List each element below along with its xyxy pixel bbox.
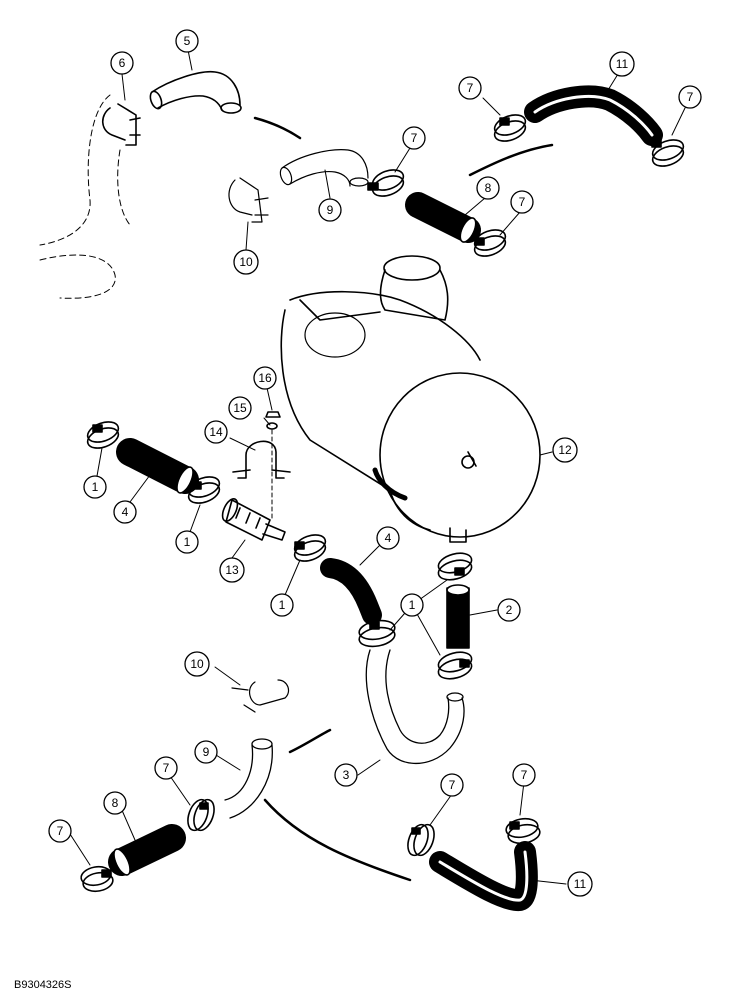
svg-text:1: 1 bbox=[184, 535, 191, 549]
callout-1-low: 1 bbox=[270, 593, 294, 617]
hose-clamp-1-left bbox=[86, 421, 120, 449]
figure-code: B9304326S bbox=[14, 979, 72, 991]
hose-clamp-7-b bbox=[473, 229, 507, 257]
clamp-bracket-10-lower bbox=[231, 679, 290, 713]
callout-15: 15 bbox=[228, 396, 252, 420]
air-cleaner-12 bbox=[280, 255, 541, 543]
callout-10-top: 10 bbox=[233, 249, 259, 275]
callouts: 5 6 9 10 7 8 7 7 11 7 16 15 14 12 1 4 1 … bbox=[48, 29, 702, 897]
callout-5: 5 bbox=[175, 29, 199, 53]
callout-7-tl: 7 bbox=[458, 76, 482, 100]
svg-text:7: 7 bbox=[411, 131, 418, 145]
callout-8-low: 8 bbox=[103, 791, 127, 815]
svg-text:4: 4 bbox=[385, 531, 392, 545]
callout-1-mid: 1 bbox=[175, 530, 199, 554]
callout-3: 3 bbox=[334, 763, 358, 787]
callout-7-bl2: 7 bbox=[154, 756, 178, 780]
callout-4-left: 4 bbox=[113, 500, 137, 524]
svg-text:7: 7 bbox=[519, 195, 526, 209]
hose-clamp-1-right-top bbox=[437, 552, 473, 581]
svg-text:13: 13 bbox=[225, 563, 239, 577]
callout-1-right: 1 bbox=[400, 593, 424, 617]
elbow-pipe-top-5 bbox=[149, 70, 242, 114]
svg-text:6: 6 bbox=[119, 56, 126, 70]
svg-text:7: 7 bbox=[57, 824, 64, 838]
callout-6: 6 bbox=[110, 51, 134, 75]
elbow-hose-11-low bbox=[429, 841, 538, 912]
callout-1-left: 1 bbox=[83, 475, 107, 499]
clamp-bracket-6 bbox=[101, 103, 141, 146]
callout-7-mid: 7 bbox=[402, 126, 426, 150]
svg-text:7: 7 bbox=[467, 81, 474, 95]
callout-10-low: 10 bbox=[184, 651, 210, 677]
callout-8-top: 8 bbox=[476, 176, 500, 200]
u-tube-3 bbox=[365, 649, 465, 765]
svg-text:11: 11 bbox=[574, 877, 587, 891]
svg-text:7: 7 bbox=[163, 761, 170, 775]
nut-16 bbox=[265, 411, 281, 418]
elbow-pipe-upper-9 bbox=[279, 149, 369, 187]
svg-text:9: 9 bbox=[203, 745, 210, 759]
hose-clamp-7-bm bbox=[407, 823, 435, 857]
hose-clamp-1-low bbox=[293, 534, 327, 562]
callout-2: 2 bbox=[497, 598, 521, 622]
callout-9-low: 9 bbox=[194, 740, 218, 764]
svg-text:2: 2 bbox=[506, 603, 513, 617]
svg-text:1: 1 bbox=[92, 480, 99, 494]
callout-13: 13 bbox=[219, 557, 245, 583]
hose-clamp-7-mid bbox=[367, 169, 405, 197]
straight-hose-8-top bbox=[405, 192, 481, 243]
straight-hose-8-low bbox=[108, 824, 186, 876]
callout-7-tr: 7 bbox=[678, 85, 702, 109]
hose-clamp-7-bl bbox=[80, 865, 114, 893]
u-bracket-14 bbox=[232, 440, 291, 479]
callout-12: 12 bbox=[552, 437, 578, 463]
callout-7-b: 7 bbox=[510, 190, 534, 214]
svg-text:1: 1 bbox=[279, 598, 286, 612]
straight-hose-2 bbox=[446, 584, 470, 649]
elbow-pipe-lower-9 bbox=[224, 738, 273, 819]
svg-text:9: 9 bbox=[327, 203, 334, 217]
svg-text:1: 1 bbox=[409, 598, 416, 612]
svg-text:10: 10 bbox=[239, 255, 253, 269]
svg-text:14: 14 bbox=[209, 425, 223, 439]
clamp-bracket-10-upper bbox=[228, 177, 269, 223]
svg-text:10: 10 bbox=[190, 657, 204, 671]
svg-text:5: 5 bbox=[184, 34, 191, 48]
callout-7-bm: 7 bbox=[440, 773, 464, 797]
hose-clamp-7-bl2 bbox=[187, 798, 215, 832]
svg-text:8: 8 bbox=[112, 796, 119, 810]
straight-hose-4-left bbox=[116, 438, 199, 494]
svg-text:11: 11 bbox=[616, 57, 629, 71]
callout-14: 14 bbox=[204, 420, 228, 444]
elbow-hose-11-top bbox=[524, 85, 663, 146]
svg-text:7: 7 bbox=[521, 768, 528, 782]
callout-9-top: 9 bbox=[318, 198, 342, 222]
callout-7-br: 7 bbox=[512, 763, 536, 787]
callout-16: 16 bbox=[253, 366, 277, 390]
hose-clamp-7-tl bbox=[493, 114, 527, 142]
callout-4-right: 4 bbox=[376, 526, 400, 550]
callout-11-low: 11 bbox=[567, 871, 593, 897]
svg-text:7: 7 bbox=[687, 90, 694, 104]
svg-text:3: 3 bbox=[343, 768, 350, 782]
svg-text:12: 12 bbox=[558, 443, 572, 457]
svg-text:15: 15 bbox=[233, 401, 247, 415]
callout-11-top: 11 bbox=[609, 51, 635, 77]
svg-text:7: 7 bbox=[449, 778, 456, 792]
callout-7-bl: 7 bbox=[48, 819, 72, 843]
svg-text:8: 8 bbox=[485, 181, 492, 195]
washer-15 bbox=[266, 422, 278, 430]
svg-text:4: 4 bbox=[122, 505, 129, 519]
bent-hose-4-right bbox=[320, 558, 382, 625]
inline-filter-13 bbox=[221, 498, 286, 541]
svg-text:16: 16 bbox=[258, 371, 272, 385]
hose-clamp-1-right-bottom bbox=[437, 651, 473, 680]
engine-outline-dashed bbox=[39, 94, 131, 299]
